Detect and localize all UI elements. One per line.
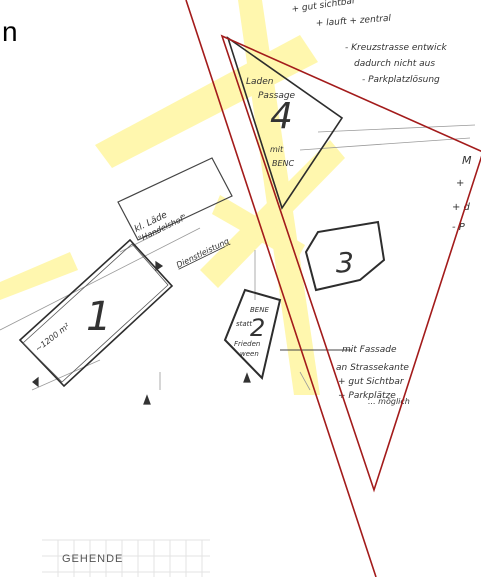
top-notes: + gut sichtbar + lauft + zentral - Kreuz… xyxy=(291,0,447,85)
site-2-note-2: an Strassekante xyxy=(336,363,409,373)
right-note-3: + d xyxy=(452,202,471,213)
site-2-note-3: + gut Sichtbar xyxy=(338,377,405,387)
site-2-label-3: Frieden xyxy=(234,340,260,348)
top-note-4: dadurch nicht aus xyxy=(354,59,435,69)
arrow-mark-4 xyxy=(144,396,150,404)
site-2-label-2: statt xyxy=(236,320,252,328)
bottom-label: GEHENDE xyxy=(62,553,123,565)
site-2-number: 2 xyxy=(250,314,265,342)
top-note-1: + gut sichtbar xyxy=(291,0,358,15)
top-note-3: - Kreuzstrasse entwick xyxy=(345,43,447,53)
site-1: 1 ~1200 m² xyxy=(20,240,172,386)
right-note-2: + xyxy=(456,178,464,189)
arrow-mark-2 xyxy=(33,378,38,386)
site-1-number: 1 xyxy=(86,294,111,340)
site-4-below-1: mit xyxy=(270,145,284,154)
site-2-label-1: BENE xyxy=(250,306,269,314)
site-4-above-2: Passage xyxy=(258,91,296,101)
arrow-mark-1 xyxy=(156,262,162,270)
site-2: 2 BENE statt Frieden ween xyxy=(225,290,280,378)
site-2-label-4: ween xyxy=(240,350,259,358)
site-3: 3 xyxy=(306,222,384,290)
top-note-5: - Parkplatzlösung xyxy=(362,75,440,85)
top-note-2: + lauft + zentral xyxy=(316,14,392,29)
arrow-mark-3 xyxy=(244,374,250,382)
site-2-note-1: mit Fassade xyxy=(342,345,397,355)
site-1-area-label: ~1200 m² xyxy=(34,321,72,354)
site-4-number: 4 xyxy=(270,96,293,137)
red-long-line xyxy=(186,0,376,577)
site-4-above-1: Laden xyxy=(246,77,274,87)
site-4-below-2: BENC xyxy=(272,159,295,168)
site-3-number: 3 xyxy=(336,246,354,279)
right-note-1: M xyxy=(462,154,472,167)
